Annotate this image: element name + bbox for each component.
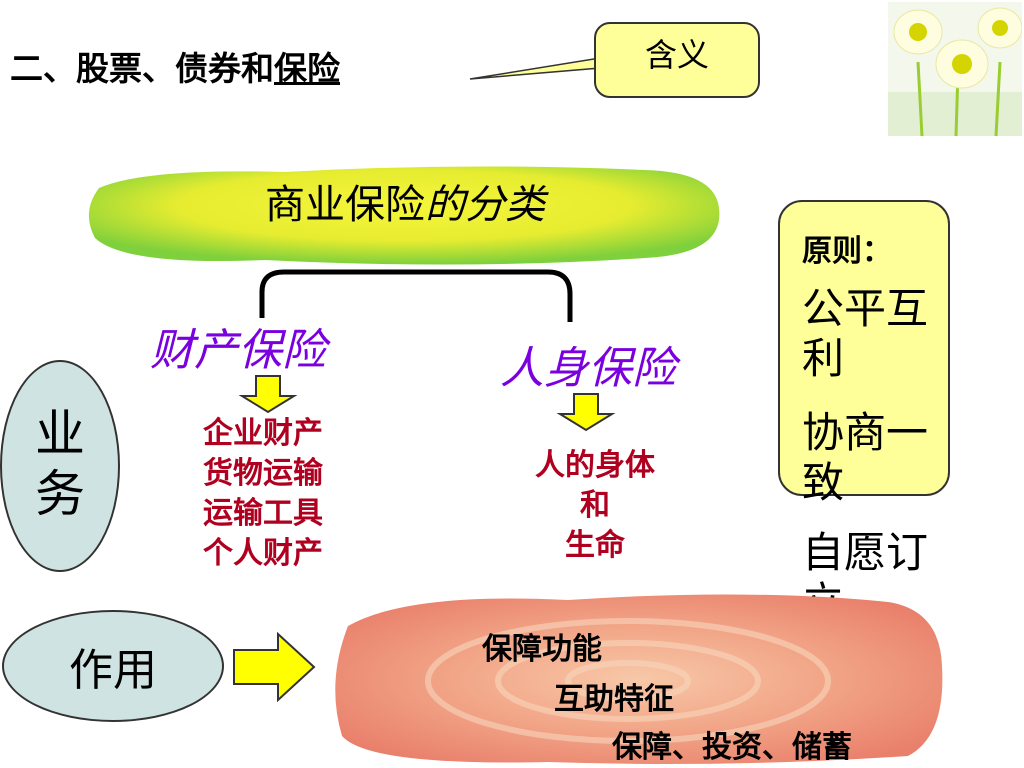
title-prefix: 二、股票、债券和 [10,49,274,88]
principle-line: 利 [802,334,845,383]
business-label: 业务 [35,405,85,523]
page-title: 二、股票、债券和保险 [10,42,340,90]
title-underlined: 保险 [274,49,340,88]
life-insurance-label: 人身保险 [500,343,676,394]
down-arrow-icon [556,393,616,432]
business-oval [0,360,120,572]
list-item: 货物运输 [203,456,323,491]
property-insurance-label: 财产保险 [150,325,326,376]
function-oval [2,610,224,722]
function-item: 保障功能 [482,632,602,667]
principle-heading: 原则： [802,234,892,269]
down-arrow-icon [238,375,298,414]
list-item: 生命 [565,528,625,563]
function-item: 互助特征 [554,682,674,717]
list-item: 和 [580,488,610,523]
list-item: 人的身体 [535,448,655,483]
flower-picture [888,2,1022,136]
principle-line: 致 [802,458,845,507]
principle-box [778,200,950,496]
list-item: 个人财产 [203,536,323,571]
principle-line: 协商一 [802,408,929,457]
principle-line: 自愿订 [802,528,929,577]
life-items: 人的身体 和 生命 [500,446,690,566]
banner-main: 商业保险 [265,182,425,228]
category-banner [88,166,720,265]
list-item: 企业财产 [203,416,323,451]
function-item: 保障、投资、储蓄 [612,730,852,765]
right-arrow-icon [233,632,316,702]
meaning-callout: 含义 [594,22,760,98]
function-label: 作用 [69,645,157,696]
function-background [335,594,943,764]
list-item: 运输工具 [203,496,323,531]
banner-italic: 的分类 [425,182,545,228]
banner-title: 商业保险的分类 [85,172,725,230]
principle-line: 公平互 [802,284,929,333]
property-items: 企业财产 货物运输 运输工具 个人财产 [168,414,358,574]
